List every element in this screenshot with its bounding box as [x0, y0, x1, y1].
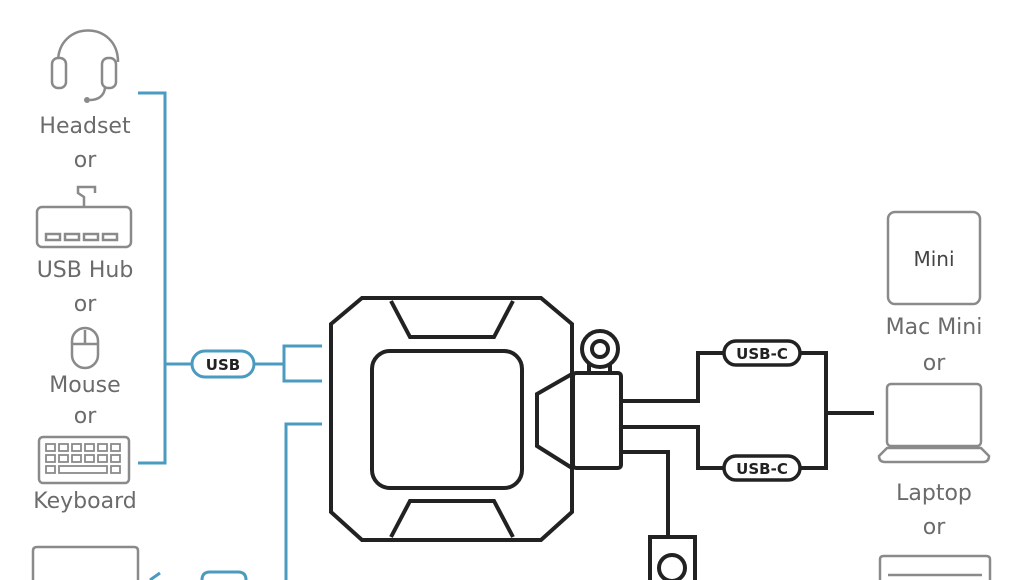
mac-mini-icon-text: Mini: [913, 247, 954, 271]
keyboard-icon: [37, 435, 131, 485]
mouse-label: Mouse: [49, 373, 120, 398]
usbc-connector: [571, 329, 623, 470]
usb-badge: USB: [190, 349, 256, 379]
headset-icon: [50, 29, 120, 103]
monitor-icon: [31, 545, 140, 580]
or-label: or: [923, 515, 946, 540]
usbc-badge-bottom: USB-C: [722, 454, 802, 482]
usb-badge-partial: [200, 570, 248, 580]
usbc-cable-top: [621, 351, 724, 403]
cable-plug-icon: [648, 535, 697, 580]
usbc-badge-top: USB-C: [722, 339, 802, 367]
mouse-icon: [70, 326, 100, 370]
or-label: or: [74, 148, 97, 173]
monitor-icon: [878, 554, 992, 580]
cable-down: [621, 450, 670, 536]
laptop-icon: [877, 382, 991, 464]
usbc-merge-line: [800, 351, 828, 470]
headset-label: Headset: [39, 114, 131, 139]
svg-text:USB-C: USB-C: [736, 460, 788, 478]
laptop-label: Laptop: [896, 481, 972, 506]
or-label: or: [74, 404, 97, 429]
usb-down-line: [284, 422, 322, 580]
svg-text:USB: USB: [206, 356, 240, 374]
svg-text:USB-C: USB-C: [736, 345, 788, 363]
kvm-hub-device: [329, 296, 574, 542]
usb-bus-line: [138, 91, 167, 465]
hub-top-panel: [370, 349, 524, 490]
usb-port-lines: [282, 344, 322, 383]
keyboard-label: Keyboard: [33, 489, 136, 514]
usb-hub-label: USB Hub: [37, 258, 134, 283]
usbc-cable-bottom: [621, 425, 724, 470]
usb-hub-icon: [35, 185, 133, 249]
mac-mini-label: Mac Mini: [886, 315, 983, 340]
or-label: or: [923, 351, 946, 376]
mac-mini-icon: Mini: [886, 210, 982, 306]
or-label: or: [74, 292, 97, 317]
usb-line-partial: [149, 571, 161, 580]
